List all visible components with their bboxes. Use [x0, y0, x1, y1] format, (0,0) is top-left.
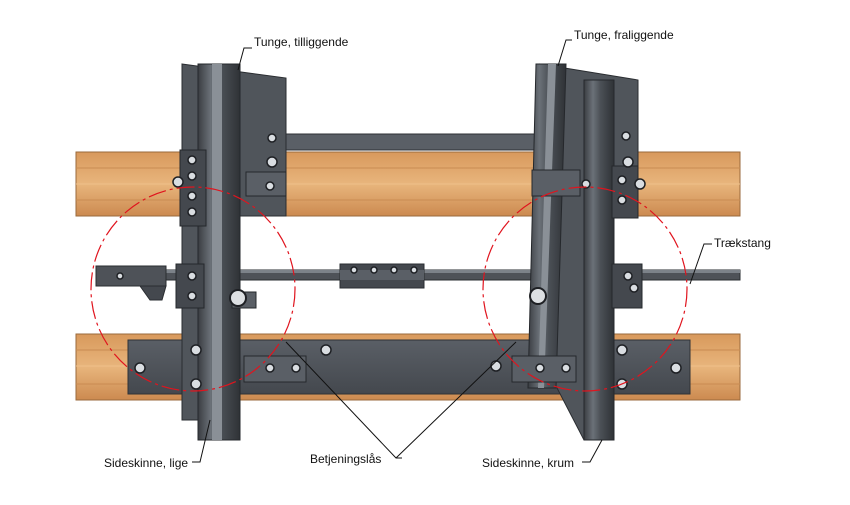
rail-assembly-left: [175, 63, 307, 441]
leader-lines: [192, 39, 712, 463]
bolts: [116, 131, 682, 390]
label-tunge-tilliggende: Tunge, tilliggende: [254, 35, 349, 49]
label-sideskinne-krum: Sideskinne, krum: [482, 456, 575, 470]
rail-assembly-right: [511, 63, 643, 441]
label-sideskinne-lige: Sideskinne, lige: [104, 456, 189, 470]
label-betjeningslaas: Betjeningslås: [310, 452, 382, 466]
detail-circle-left: [90, 186, 296, 392]
lock-pin-right: [529, 287, 547, 305]
label-traekstang: Trækstang: [714, 236, 771, 250]
detail-circle-right: [482, 186, 688, 392]
label-tunge-fraliggende: Tunge, fraliggende: [574, 28, 674, 42]
lock-pin-left: [229, 289, 247, 307]
tongue-connector-bar: [283, 133, 539, 151]
pull-rod: [95, 263, 741, 301]
